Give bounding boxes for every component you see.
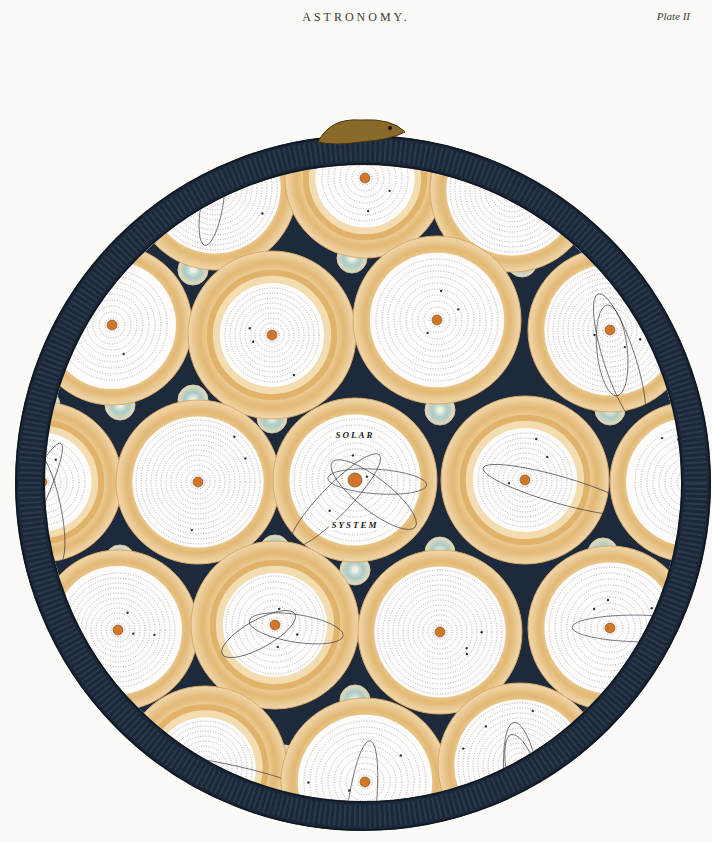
serpent-ring [30, 150, 696, 816]
system-circle: SOLAR SYSTEM [289, 414, 421, 546]
plate-number: Plate II [657, 10, 690, 22]
star-field [0, 98, 712, 842]
serpent-head [318, 120, 405, 144]
system-name: SYSTEM [329, 520, 380, 530]
plate-title: ASTRONOMY. [0, 10, 712, 25]
system-name: SOLAR [333, 430, 376, 440]
